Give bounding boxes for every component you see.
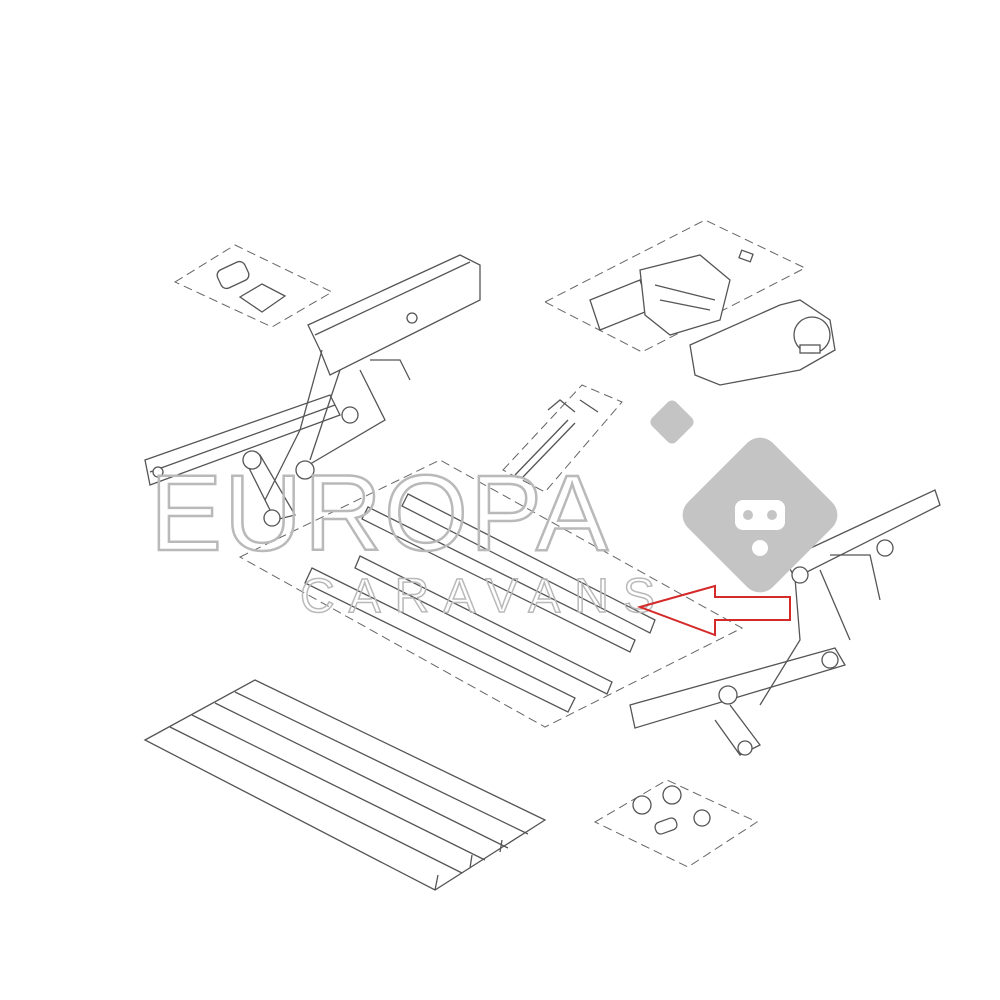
spring-kit bbox=[514, 399, 599, 479]
bushing-kit bbox=[632, 785, 711, 835]
right-hinge-bracket bbox=[629, 489, 941, 756]
spring-group bbox=[502, 384, 623, 493]
watermark-line2: CARAVANS bbox=[300, 570, 669, 623]
highlight-arrow bbox=[636, 584, 791, 637]
left-hinge-bracket bbox=[144, 254, 481, 527]
clip-kit-group bbox=[173, 244, 334, 328]
watermark-logo: EUROPA CARAVANS bbox=[149, 400, 838, 624]
step-tread bbox=[143, 679, 547, 891]
bushing-group bbox=[593, 779, 759, 868]
rails-group bbox=[238, 459, 744, 728]
motor-group bbox=[543, 219, 807, 353]
motor-assembly bbox=[589, 249, 836, 386]
clip-parts bbox=[216, 260, 287, 313]
step-rails bbox=[304, 493, 656, 713]
watermark-line1: EUROPA bbox=[150, 452, 610, 573]
